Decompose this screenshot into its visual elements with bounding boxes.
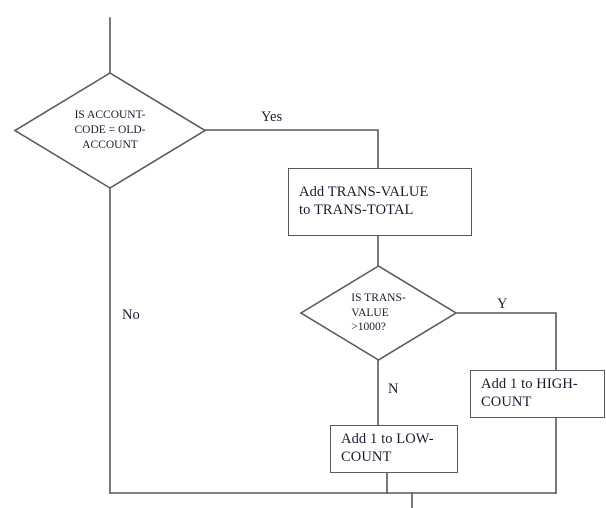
process-add-low-count-text: Add 1 to LOW- COUNT bbox=[341, 431, 447, 466]
diamond-shape bbox=[299, 265, 458, 361]
edge-yes-to-add-trans bbox=[204, 129, 379, 169]
edge-label-no: No bbox=[122, 307, 140, 323]
process-add-trans-value-text: Add TRANS-VALUE to TRANS-TOTAL bbox=[299, 184, 461, 219]
process-add-trans-value-line-2: to TRANS-TOTAL bbox=[299, 202, 414, 218]
decision-account-code[interactable]: IS ACCOUNT- CODE = OLD- ACCOUNT bbox=[13, 72, 207, 189]
edge-y-to-high-count bbox=[455, 312, 557, 494]
process-add-high-count-line-2: COUNT bbox=[481, 394, 532, 410]
edge-label-yes: Yes bbox=[261, 109, 283, 125]
process-add-low-count[interactable]: Add 1 to LOW- COUNT bbox=[330, 425, 458, 473]
process-add-high-count-line-1: Add 1 to HIGH- bbox=[481, 376, 578, 393]
process-add-high-count-text: Add 1 to HIGH- COUNT bbox=[481, 376, 594, 411]
decision-trans-value-threshold[interactable]: IS TRANS- VALUE >1000? bbox=[299, 265, 458, 361]
process-add-low-count-line-2: COUNT bbox=[341, 449, 392, 465]
process-add-high-count[interactable]: Add 1 to HIGH- COUNT bbox=[470, 370, 605, 418]
edge-label-n: N bbox=[388, 381, 399, 397]
process-add-trans-value-line-1: Add TRANS-VALUE bbox=[299, 184, 429, 201]
process-add-trans-value[interactable]: Add TRANS-VALUE to TRANS-TOTAL bbox=[288, 168, 472, 236]
edge-label-y: Y bbox=[497, 296, 508, 312]
process-add-low-count-line-1: Add 1 to LOW- bbox=[341, 431, 434, 448]
diamond-shape bbox=[13, 72, 207, 189]
